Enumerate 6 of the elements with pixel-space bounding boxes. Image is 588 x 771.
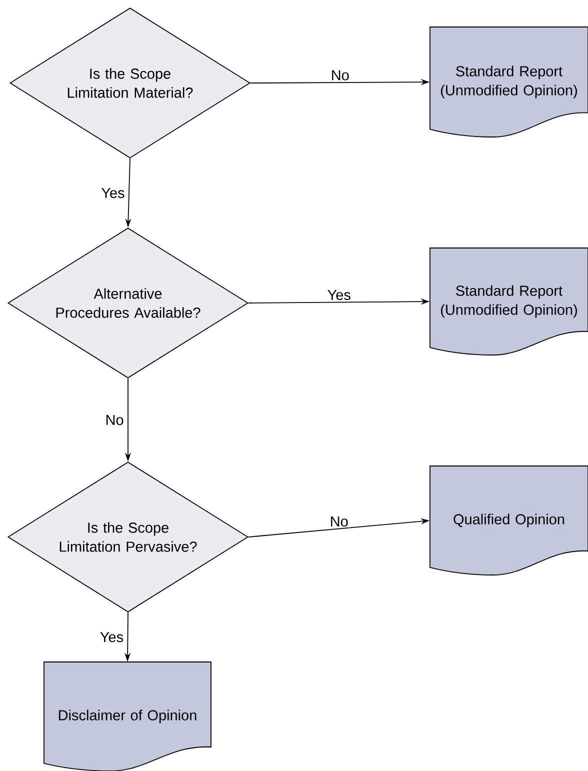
edge-label: No [328,515,350,528]
edge-label: Yes [100,186,126,200]
edge-label: No [330,69,350,82]
edge-label: No [104,414,125,426]
edge-label: Yes [98,631,125,644]
edge-label: Yes [326,288,352,302]
